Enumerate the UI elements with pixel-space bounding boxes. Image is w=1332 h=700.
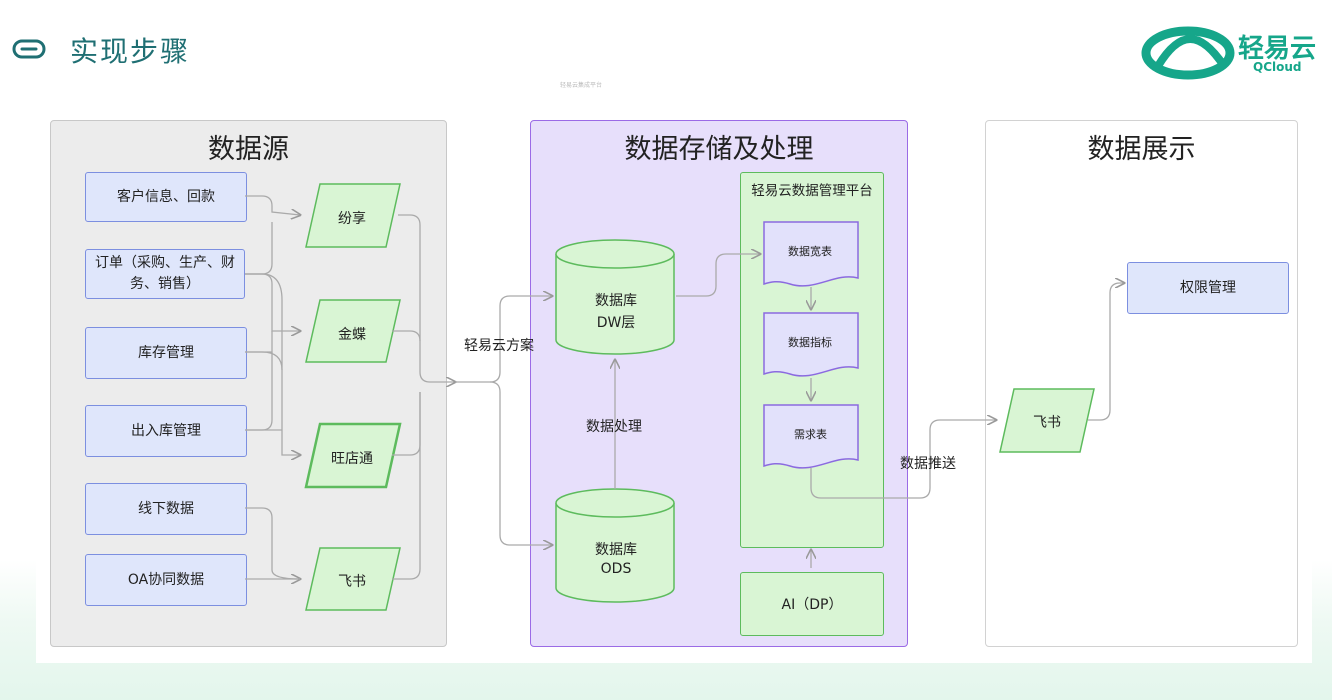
source-box-offline: 线下数据 [85,483,247,535]
system-shape-feishu [305,547,401,611]
panel-title-storage: 数据存储及处理 [624,134,814,165]
display-label-feishu: 飞书 [1033,415,1061,431]
dw-label-line1: 数据库 [595,293,637,309]
ods-cylinder [555,488,675,603]
doc-shape-wide-table [763,221,859,287]
process-label: 数据处理 [586,419,642,435]
solution-label: 轻易云方案 [464,338,534,354]
system-shape-kingdee [305,299,401,363]
qcloud-logo [1141,26,1235,80]
logo-wordmark: 轻易云 [1238,34,1317,64]
panel-title-source: 数据源 [208,134,289,165]
system-label-kingdee: 金蝶 [338,327,366,343]
permission-box: 权限管理 [1127,262,1289,314]
doc-shape-metrics [763,312,859,377]
dw-label-line2: DW层 [596,315,636,331]
doc-label-requirements: 需求表 [794,428,827,441]
page-subtitle: 轻易云集成平台 [560,82,603,89]
doc-shape-requirements [763,404,859,469]
source-box-inventory: 库存管理 [85,327,247,379]
link-icon [12,39,46,59]
push-label: 数据推送 [900,456,956,472]
source-box-oa: OA协同数据 [85,554,247,606]
display-shape-feishu [999,388,1095,453]
platform-title: 轻易云数据管理平台 [751,183,873,199]
panel-title-display: 数据展示 [1087,134,1196,165]
system-shape-fenxiang [305,183,401,248]
source-box-orders: 订单（采购、生产、财务、销售） [85,249,245,299]
system-shape-wangdiantong [304,422,402,489]
ods-label-line1: 数据库 [595,542,637,558]
system-label-fenxiang: 纷享 [338,211,366,227]
display-panel: 数据展示 [985,120,1298,647]
source-connectors [245,195,300,579]
dw-cylinder [555,239,675,355]
ods-label-line2: ODS [600,561,632,577]
logo-subtext: QCloud [1253,60,1302,74]
ai-dp-box: AI（DP） [740,572,884,636]
source-box-warehouse: 出入库管理 [85,405,247,457]
storage-connectors [615,254,1124,568]
page-title: 实现步骤 [70,35,191,68]
merge-connectors [392,214,552,580]
system-label-wangdiantong: 旺店通 [331,451,373,467]
doc-label-wide-table: 数据宽表 [788,245,832,258]
doc-label-metrics: 数据指标 [788,336,832,349]
source-box-customer: 客户信息、回款 [85,172,247,222]
system-label-feishu: 飞书 [338,574,366,590]
